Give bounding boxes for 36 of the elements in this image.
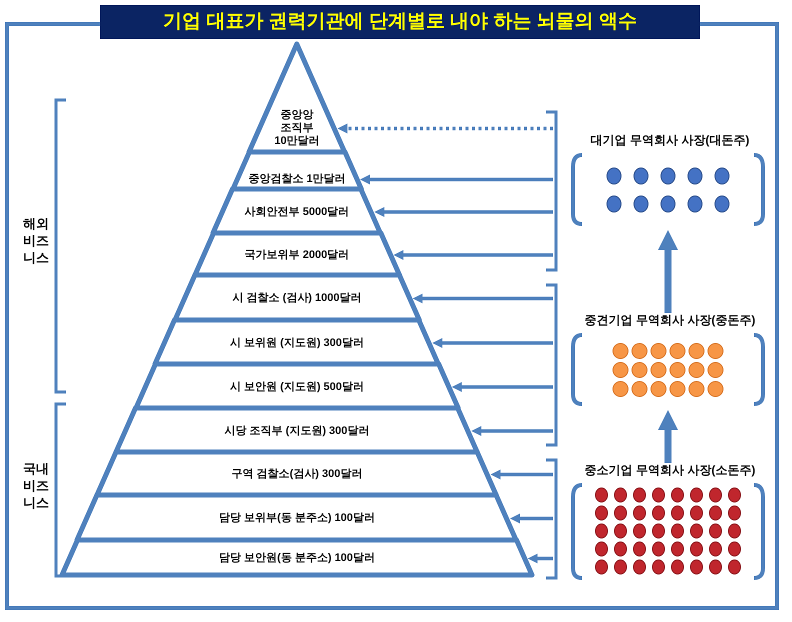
arrow [337, 124, 553, 134]
tier-label: 중앙검찰소 1만달러 [248, 173, 346, 186]
pyramid-tier [210, 186, 384, 236]
tier-label: 담당 보위부(동 분주소) 100달러 [219, 512, 375, 525]
tier-label: 시 보안원 (지도원) 500달러 [230, 380, 364, 394]
arrow [374, 207, 553, 217]
tier-label: 국가보위부 2000달러 [244, 248, 350, 262]
arrow [658, 230, 678, 313]
arrow [360, 174, 553, 184]
arrow [393, 250, 553, 260]
tier-label: 구역 검찰소(검사) 300달러 [232, 468, 362, 481]
pyramid-tier [152, 317, 442, 367]
arrow [528, 554, 553, 564]
group-heading: 중견기업 무역회사 사장(중돈주) [584, 313, 756, 328]
pyramid-tier [172, 272, 422, 323]
tier-label: 사회안전부 5000달러 [244, 206, 350, 218]
tier-label: 중앙앙 조직부 10만달러 [273, 109, 321, 148]
arrow [658, 410, 678, 463]
group-heading: 대기업 무역회사 사장(대돈주) [590, 133, 750, 148]
tier-label: 시 검찰소 (검사) 1000달러 [232, 292, 362, 305]
arrow [452, 382, 553, 392]
tier-label: 담당 보안원(동 분주소) 100달러 [219, 552, 375, 565]
tier-label: 시당 조직부 (지도원) 300달러 [224, 424, 370, 438]
title-banner: 기업 대표가 권력기관에 단계별로 내야 하는 뇌물의 액수 [100, 5, 700, 39]
group-heading: 중소기업 무역회사 사장(소돈주) [584, 463, 756, 478]
pyramid-tier [74, 492, 520, 543]
arrow [432, 338, 553, 348]
arrow [510, 514, 553, 524]
side-label: 해외 비즈니스 [22, 215, 50, 266]
pyramid-tier [230, 149, 364, 192]
pyramid-tier [59, 537, 535, 578]
side-label: 국내 비즈니스 [22, 460, 50, 511]
tier-label: 시 보위원 (지도원) 300달러 [230, 336, 364, 350]
arrow [412, 294, 553, 304]
arrow [471, 426, 553, 436]
arrow [490, 470, 553, 480]
